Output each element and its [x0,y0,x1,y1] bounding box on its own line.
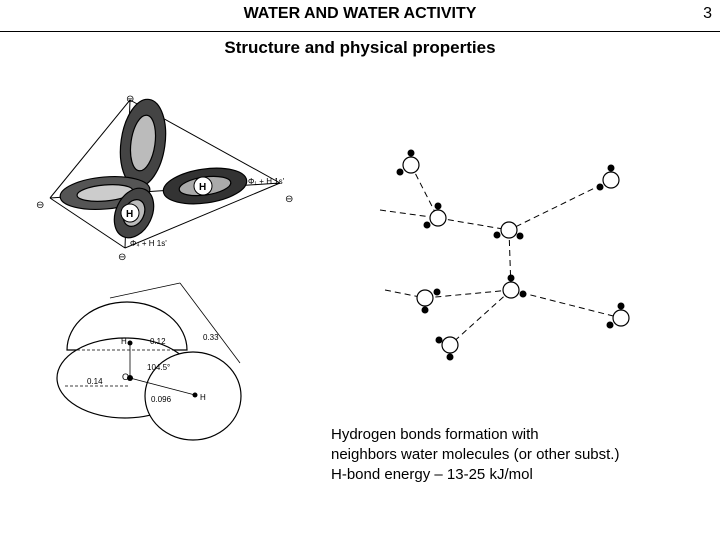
orbital-label: Φ₄ + H 1s' [130,239,167,248]
orbital-label: H [199,182,206,193]
orbital-label: H [126,209,133,220]
distance-label: 0.14 [87,377,103,386]
hydrogen-bond-network-diagram [379,149,630,361]
distance-label: 0.096 [151,395,172,404]
angle-label: 104.5° [147,363,170,372]
atom-label: H [200,393,206,402]
orbital-label: ⊖ [118,252,126,263]
water-molecule-diagram: H O H 0.12 0.33 0.14 104.5° 0.096 [56,282,242,441]
caption-line: Hydrogen bonds formation with [331,426,539,443]
caption-line: neighbors water molecules (or other subs… [331,446,620,463]
distance-label: 0.12 [150,337,166,346]
hydrogen-bond-caption: Hydrogen bonds formation with neighbors … [331,425,619,485]
orbital-label: ⊖ [285,194,293,205]
atom-label: O [122,372,129,382]
page-number: 3 [703,5,712,22]
atom-label: H [121,337,127,346]
sp3-orbital-diagram: ⊖ ⊖ ⊖ ⊖ H H Φ₁ + H 1s' Φ₄ + H 1s' [36,94,293,263]
page-header-title: WATER AND WATER ACTIVITY [243,5,477,22]
distance-label: 0.33 [203,333,219,342]
orbital-label: ⊖ [36,200,44,211]
orbital-label: ⊖ [126,94,134,105]
header-divider [0,31,720,32]
orbital-label: Φ₁ + H 1s' [248,177,285,186]
section-subtitle: Structure and physical properties [224,38,496,57]
caption-line: H-bond energy – 13-25 kJ/mol [331,466,533,483]
